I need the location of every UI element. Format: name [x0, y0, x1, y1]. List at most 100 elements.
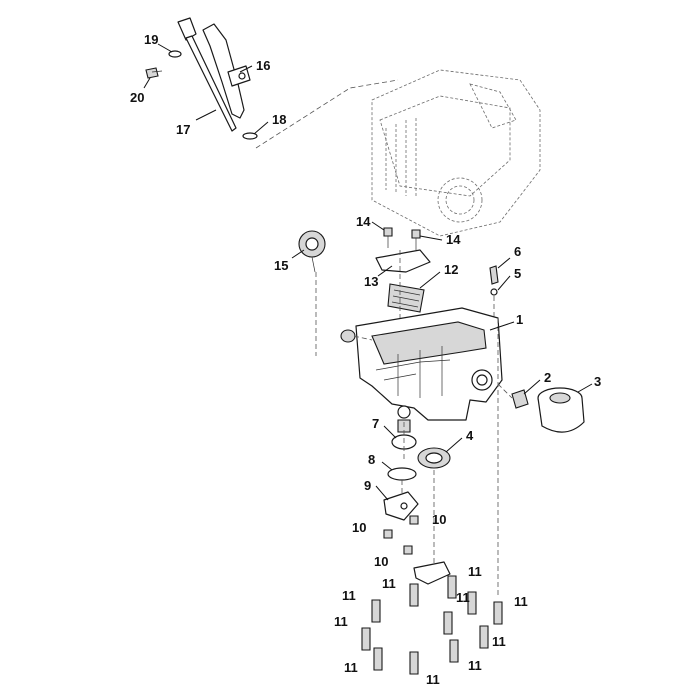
engine-block-ghost [371, 69, 541, 237]
leader-12 [419, 271, 441, 289]
callout-3: 3 [594, 374, 601, 389]
bolt-11-j [409, 651, 419, 675]
bolt-11-k [449, 639, 459, 663]
callout-5: 5 [514, 266, 521, 281]
engine-inner-outline [379, 95, 511, 197]
governor-gear-hub [305, 237, 319, 251]
bolt-11-d [467, 591, 477, 615]
bolt-bracket-plate [413, 561, 451, 585]
leader-lines [143, 43, 593, 501]
callout-18: 18 [272, 112, 286, 127]
oil-fill-tube [202, 23, 245, 119]
callout-12: 12 [444, 262, 458, 277]
callout-4: 4 [466, 428, 474, 443]
oil-screen [387, 283, 425, 313]
callout-1: 1 [516, 312, 523, 327]
bracket-hole [238, 72, 246, 80]
callout-11-g: 11 [492, 634, 506, 649]
crankcase-body [355, 307, 503, 421]
bolt-11-b [409, 583, 419, 607]
leader-20 [143, 77, 151, 89]
leader-13 [377, 265, 393, 277]
callout-9: 9 [364, 478, 371, 493]
callout-2: 2 [544, 370, 551, 385]
dipstick-handle [177, 17, 197, 41]
callout-8: 8 [368, 452, 375, 467]
oil-seal-4-inner [425, 452, 443, 464]
bolt-11-e [493, 601, 503, 625]
callout-10-bottom: 10 [374, 554, 388, 569]
callout-16: 16 [256, 58, 270, 73]
leader-14a [371, 221, 385, 231]
tube-bolt [145, 67, 159, 79]
callout-11-d: 11 [456, 590, 470, 605]
leader-17 [195, 109, 217, 121]
screw-14-left [383, 227, 393, 237]
callout-14-right: 14 [446, 232, 461, 247]
screw-10-c [403, 545, 413, 555]
engine-cooling-fins [385, 118, 417, 196]
relief-spring [489, 265, 499, 285]
bolt-11-c [447, 575, 457, 599]
crankcase-cover [340, 307, 503, 421]
bolt-11-i [373, 647, 383, 671]
callout-11-i: 11 [468, 658, 482, 673]
callout-10-left: 10 [352, 520, 366, 535]
engine-cylinder-bore [437, 177, 483, 223]
callout-11-b: 11 [468, 564, 482, 579]
bolt-11-h [479, 625, 489, 649]
tube-o-ring [242, 132, 258, 140]
leader-14b [419, 235, 443, 241]
filter-alignment-line [497, 383, 513, 399]
oil-filter-thread [549, 392, 571, 404]
pump-o-ring [387, 467, 417, 481]
leader-3 [577, 383, 593, 393]
leader-8 [381, 461, 393, 471]
sump-bottom-port [397, 405, 411, 419]
oil-screen-mesh [391, 289, 421, 308]
lower-alignment-lines [401, 422, 435, 566]
bolt-11-g [443, 611, 453, 635]
filter-nipple [511, 389, 529, 409]
leader-5 [497, 275, 511, 291]
callout-7: 7 [372, 416, 379, 431]
callout-10-right: 10 [432, 512, 446, 527]
screw-14-right [411, 229, 421, 239]
filter-mount-hole [476, 374, 488, 386]
leader-16 [239, 65, 253, 73]
bolt-11-a [371, 599, 381, 623]
callout-14-left: 14 [356, 214, 371, 229]
callout-11-j: 11 [426, 672, 440, 687]
screw-10-a [383, 529, 393, 539]
callout-11-a: 11 [382, 576, 396, 591]
tube-bolt-shank [151, 70, 163, 73]
screw-10-b [409, 515, 419, 525]
callout-6: 6 [514, 244, 521, 259]
leader-15 [291, 249, 305, 259]
engine-cylinder-bore-inner [445, 185, 475, 215]
engine-head-detail [469, 83, 517, 129]
seal-alignment-line [353, 335, 373, 341]
bolt-11-f [361, 627, 371, 651]
baffle-plate [375, 249, 431, 273]
governor-gear-shaft [311, 256, 316, 273]
engine-outline [371, 69, 541, 237]
leader-9 [375, 485, 389, 501]
dipstick-assembly [145, 17, 399, 149]
lower-parts [383, 318, 499, 596]
callout-11-f: 11 [334, 614, 348, 629]
leader-6 [497, 257, 511, 269]
callout-11-c: 11 [342, 588, 356, 603]
crankcase-ribs [375, 346, 451, 398]
callout-labels: 19 20 17 16 18 15 14 14 13 12 6 5 1 2 3 … [130, 32, 601, 687]
oil-filter-group [497, 383, 585, 433]
leader-1 [489, 321, 515, 331]
callout-13: 13 [364, 274, 378, 289]
leader-19 [157, 43, 173, 53]
leader-18 [253, 121, 269, 135]
callout-20: 20 [130, 90, 144, 105]
callout-11-e: 11 [514, 594, 528, 609]
crank-seal [340, 329, 356, 343]
